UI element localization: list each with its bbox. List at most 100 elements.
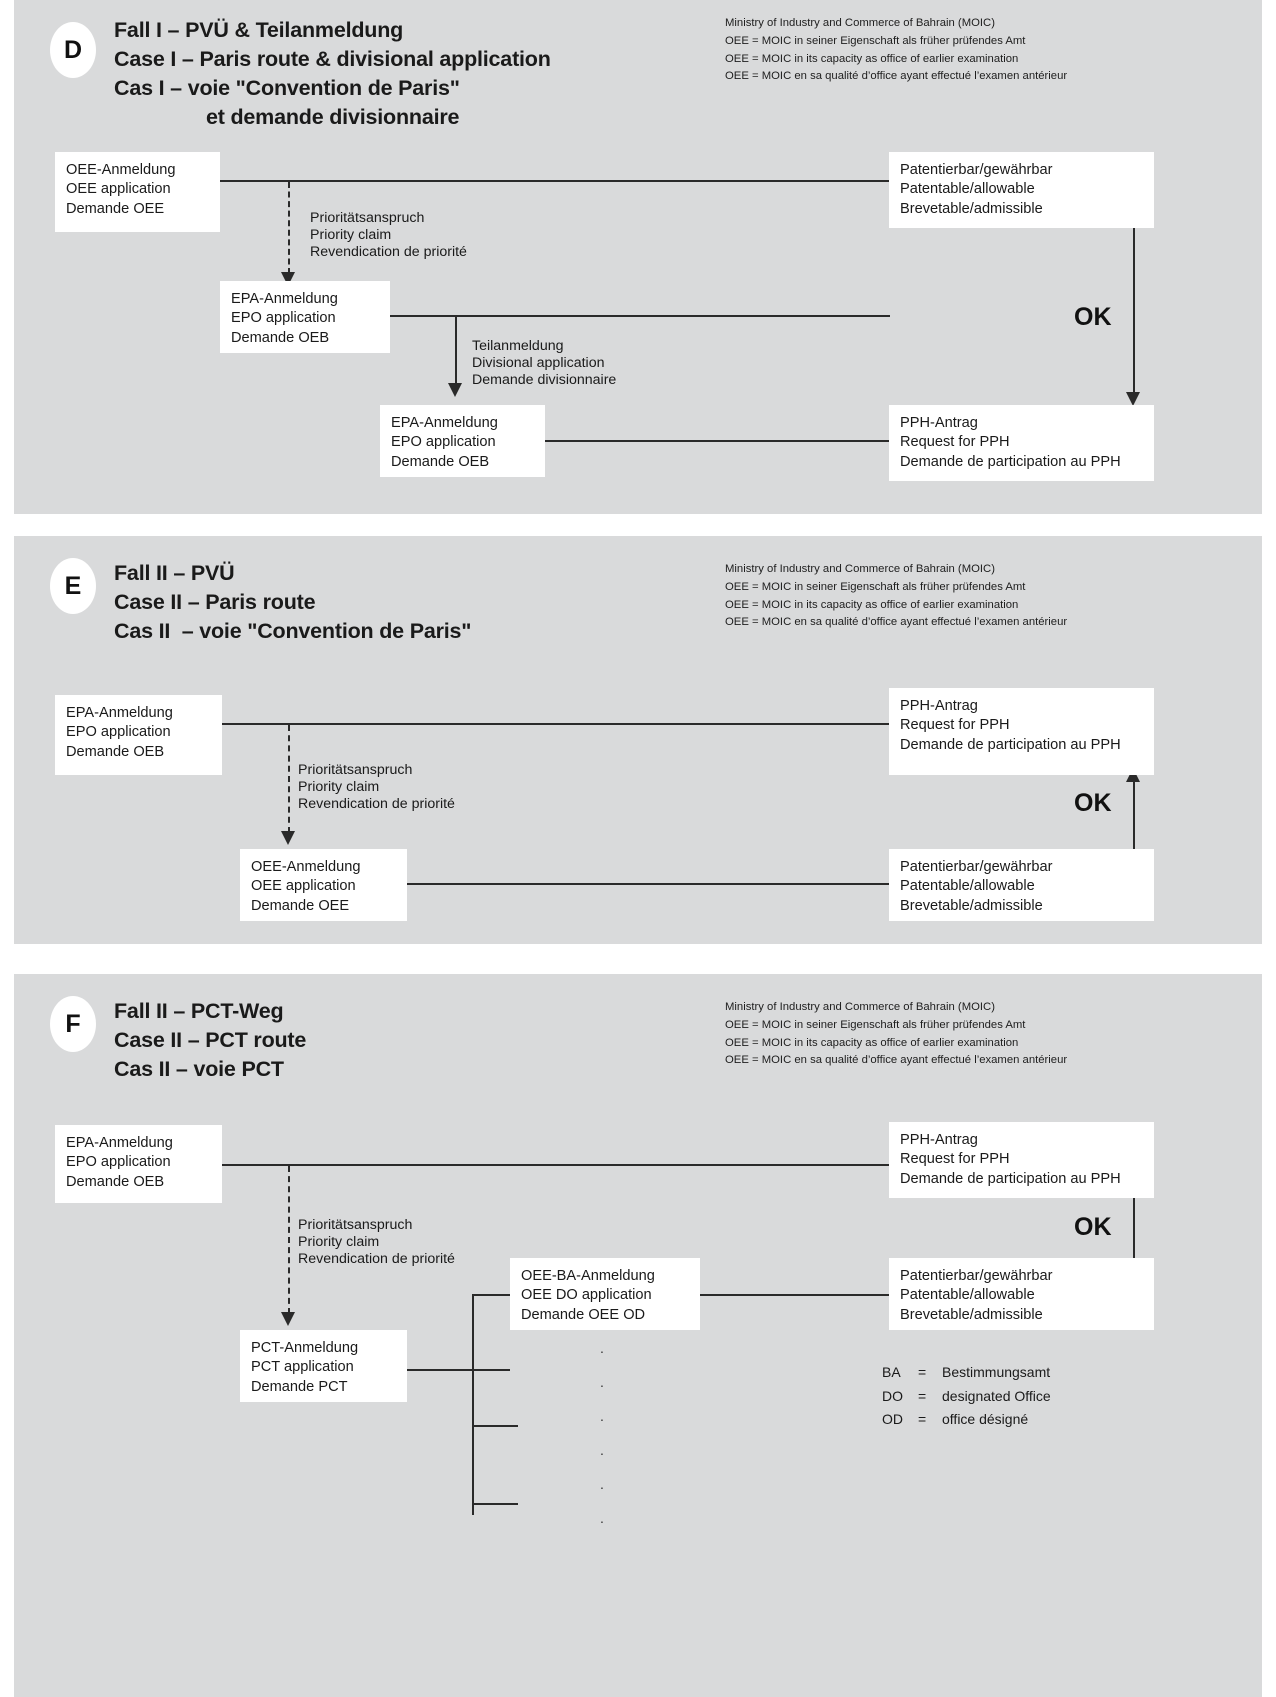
panel-badge-E: E: [50, 558, 96, 614]
box-line-de: PPH-Antrag: [900, 415, 978, 431]
panel-badge-D: D: [50, 22, 96, 78]
ellipsis-dot: ·: [599, 1411, 605, 1427]
edge-line-en: Divisional application: [472, 355, 605, 371]
panel-title-block-E: Fall II – PVÜ Case II – Paris route Cas …: [114, 559, 471, 646]
box-line-de: PPH-Antrag: [900, 698, 978, 714]
edge-line-en: Priority claim: [298, 1234, 380, 1250]
ellipsis-dot: ·: [599, 1377, 605, 1393]
legend-line-4: OEE = MOIC en sa qualité d’office ayant …: [725, 70, 1068, 83]
abbreviation-equals: =: [918, 1411, 927, 1427]
title-fr: Cas II – voie PCT: [114, 1057, 284, 1081]
abbreviation-value: office désigné: [942, 1411, 1029, 1427]
box-line-de: OEE-Anmeldung: [66, 162, 176, 178]
box-line-fr: Demande de participation au PPH: [900, 1170, 1121, 1187]
title-de: Fall I – PVÜ & Teilanmeldung: [114, 18, 404, 42]
branch-stub-2: [472, 1425, 518, 1427]
arrow-priority-down-E: [281, 831, 295, 845]
legend-moic-D: Ministry of Industry and Commerce of Bah…: [725, 15, 1067, 86]
box-oee-application-E: OEE-Anmeldung OEE application Demande OE…: [240, 849, 407, 921]
box-line-fr: Demande OEE: [251, 897, 350, 914]
abbreviation-value: designated Office: [942, 1387, 1051, 1404]
edge-line-fr: Revendication de priorité: [298, 1251, 455, 1267]
title-fr: Cas II – voie "Convention de Paris": [114, 619, 472, 643]
box-line-en: Patentable/allowable: [900, 878, 1035, 895]
edge-label-divisional-D: Teilanmeldung Divisional application Dem…: [472, 338, 616, 389]
edge-label-priority-E: Prioritätsanspruch Priority claim Revend…: [298, 762, 455, 813]
edge-line-fr: Revendication de priorité: [310, 244, 467, 260]
box-epo-application-1-D: EPA-Anmeldung EPO application Demande OE…: [220, 281, 390, 353]
box-line-fr: Demande OEE: [66, 200, 165, 217]
panel-case-II-paris: E Fall II – PVÜ Case II – Paris route Ca…: [14, 536, 1262, 944]
box-line-en: Request for PPH: [900, 1151, 1010, 1168]
box-line-de: OEE-BA-Anmeldung: [521, 1268, 655, 1284]
connector-patentable-to-pph-E: [1133, 781, 1135, 886]
box-line-en: EPO application: [391, 434, 496, 451]
box-line-de: OEE-Anmeldung: [251, 859, 361, 875]
box-patentable-D: Patentierbar/gewährbar Patentable/allowa…: [889, 152, 1154, 228]
title-fr-cont: et demande divisionnaire: [206, 105, 460, 129]
ellipsis-dot: ·: [599, 1479, 605, 1495]
abbreviation-row: OD=office désigné: [882, 1409, 1051, 1431]
box-line-fr: Demande de participation au PPH: [900, 736, 1121, 753]
box-line-de: EPA-Anmeldung: [66, 1135, 173, 1151]
legend-line-4: OEE = MOIC en sa qualité d’office ayant …: [725, 1054, 1068, 1067]
edge-line-de: Teilanmeldung: [472, 338, 564, 354]
box-line-en: EPO application: [66, 1154, 171, 1171]
box-oee-do-application-F: OEE-BA-Anmeldung OEE DO application Dema…: [510, 1258, 700, 1330]
legend-line-2: OEE = MOIC in seiner Eigenschaft als frü…: [725, 580, 1026, 593]
box-line-fr: Demande OEB: [66, 1173, 165, 1190]
box-line-de: PPH-Antrag: [900, 1132, 978, 1148]
legend-line-3: OEE = MOIC in its capacity as office of …: [725, 52, 1019, 65]
box-line-de: Patentierbar/gewährbar: [900, 162, 1053, 178]
connector-epo-to-pph-F: [210, 1164, 890, 1166]
branch-bus-vertical: [472, 1294, 474, 1515]
box-line-en: Request for PPH: [900, 434, 1010, 451]
box-pct-application-F: PCT-Anmeldung PCT application Demande PC…: [240, 1330, 407, 1402]
connector-epo1-right: [380, 315, 890, 317]
abbreviation-key: BA: [882, 1364, 901, 1380]
ok-label-F: OK: [1074, 1213, 1112, 1241]
title-en: Case I – Paris route & divisional applic…: [114, 47, 551, 71]
edge-line-de: Prioritätsanspruch: [298, 1217, 413, 1233]
title-fr: Cas I – voie "Convention de Paris": [114, 76, 460, 100]
box-line-fr: Demande de participation au PPH: [900, 453, 1121, 470]
abbreviation-equals: =: [918, 1387, 927, 1404]
arrow-priority-down-F: [281, 1312, 295, 1326]
ellipsis-dot: ·: [599, 1343, 605, 1359]
box-line-fr: Brevetable/admissible: [900, 1306, 1043, 1323]
box-line-en: Patentable/allowable: [900, 1287, 1035, 1304]
legend-line-1: Ministry of Industry and Commerce of Bah…: [725, 563, 995, 575]
box-line-en: EPO application: [66, 724, 171, 741]
edge-line-fr: Demande divisionnaire: [472, 372, 617, 388]
title-de: Fall II – PCT-Weg: [114, 999, 284, 1023]
box-line-fr: Demande OEE OD: [521, 1306, 646, 1323]
legend-line-3: OEE = MOIC in its capacity as office of …: [725, 598, 1019, 611]
connector-epo-to-pph-E: [210, 723, 890, 725]
title-en: Case II – PCT route: [114, 1028, 307, 1052]
box-line-de: Patentierbar/gewährbar: [900, 859, 1053, 875]
ok-label-E: OK: [1074, 789, 1112, 817]
edge-line-en: Priority claim: [298, 779, 380, 795]
box-line-fr: Demande PCT: [251, 1378, 348, 1395]
legend-line-4: OEE = MOIC en sa qualité d’office ayant …: [725, 616, 1068, 629]
branch-stub-1: [472, 1294, 518, 1296]
box-pph-request-E: PPH-Antrag Request for PPH Demande de pa…: [889, 688, 1154, 775]
connector-oee-to-patentable: [210, 180, 890, 182]
ellipsis-dot: ·: [599, 1513, 605, 1529]
connector-priority-dashed-E: [288, 725, 290, 833]
box-line-de: Patentierbar/gewährbar: [900, 1268, 1053, 1284]
panel-case-I: D Fall I – PVÜ & Teilanmeldung Case I – …: [14, 0, 1262, 514]
box-line-fr: Demande OEB: [66, 743, 165, 760]
box-epo-application-E: EPA-Anmeldung EPO application Demande OE…: [55, 695, 222, 775]
edge-line-fr: Revendication de priorité: [298, 796, 455, 812]
ellipsis-dots-F: ······: [584, 1334, 620, 1538]
box-pph-request-D: PPH-Antrag Request for PPH Demande de pa…: [889, 405, 1154, 481]
panel-badge-F: F: [50, 996, 96, 1052]
box-line-en: OEE DO application: [521, 1287, 652, 1304]
abbreviation-value: Bestimmungsamt: [942, 1364, 1051, 1380]
legend-moic-F: Ministry of Industry and Commerce of Bah…: [725, 999, 1067, 1070]
branch-stub-3: [472, 1503, 518, 1505]
legend-line-2: OEE = MOIC in seiner Eigenschaft als frü…: [725, 34, 1026, 47]
box-line-en: OEE application: [251, 878, 356, 895]
